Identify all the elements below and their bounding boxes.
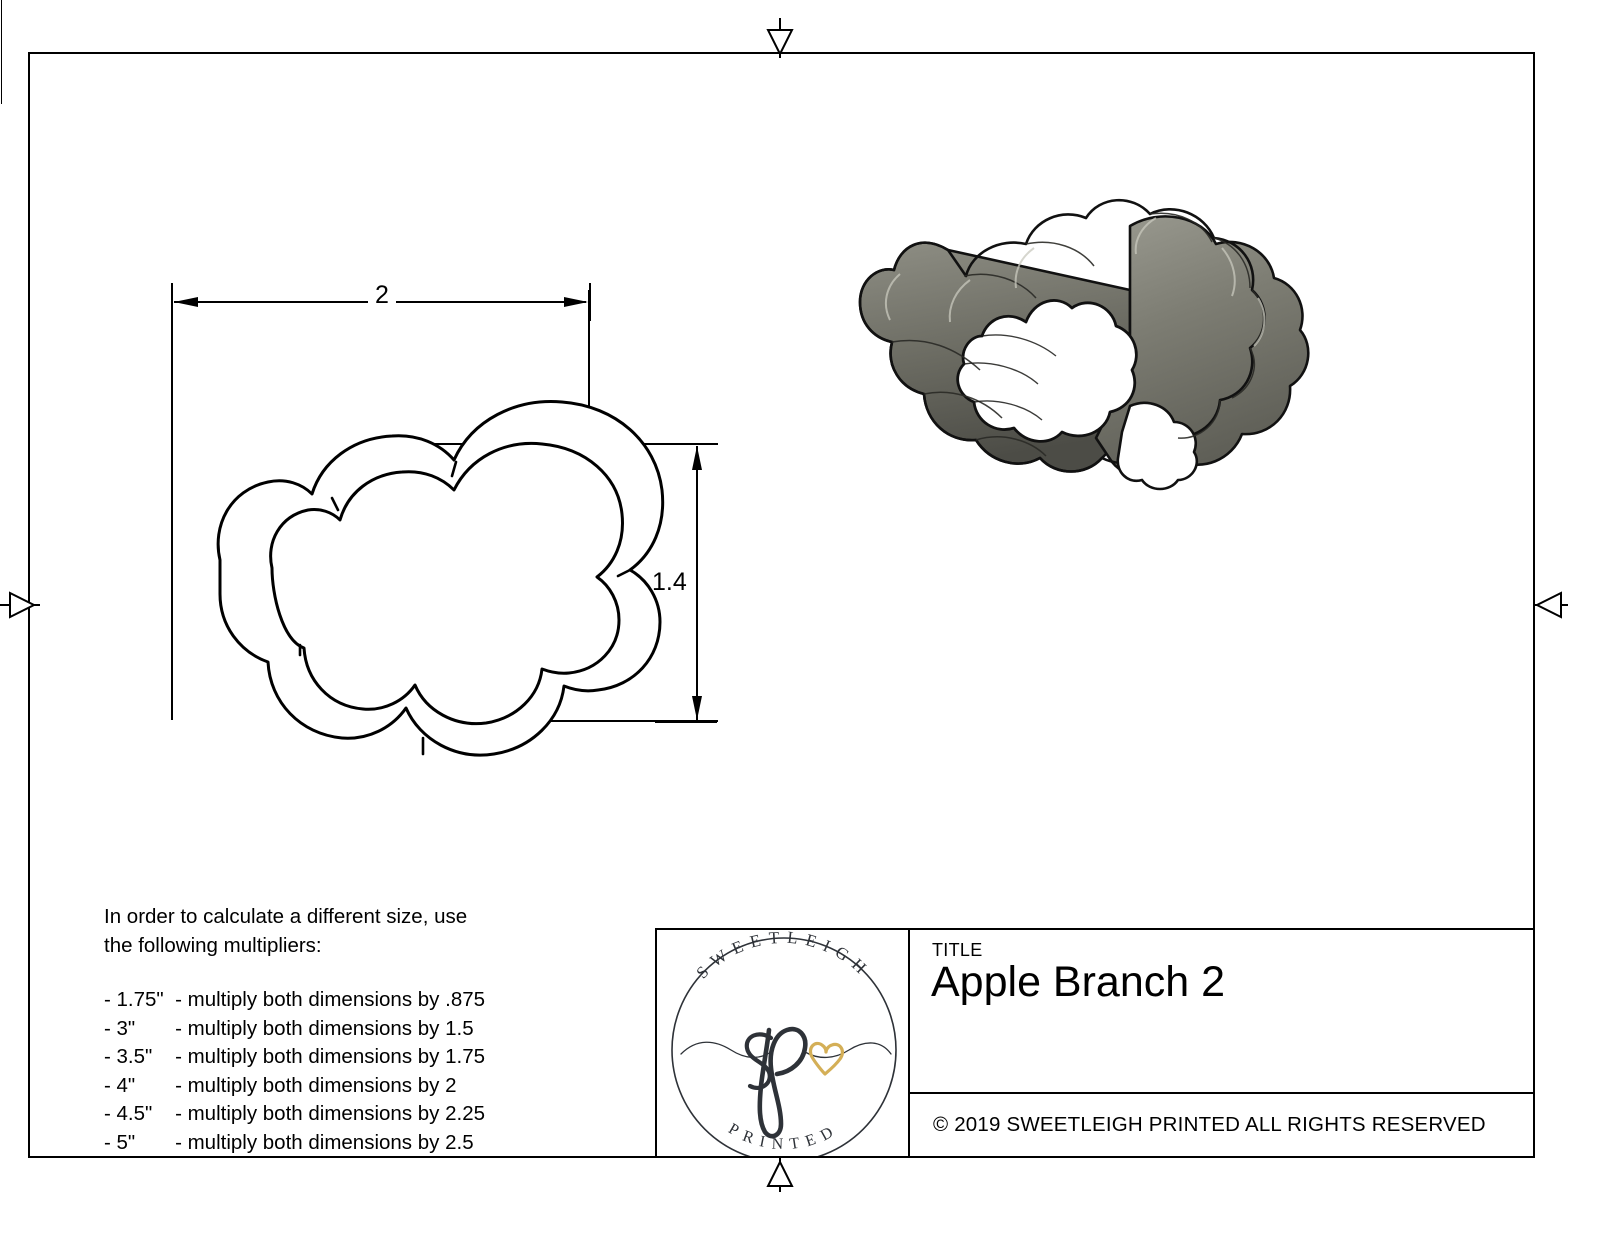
center-mark-bottom-icon [760,1158,800,1198]
model-rim-highlights [884,217,1266,347]
title-block-copyright-cell: © 2019 SWEETLEIGH PRINTED ALL RIGHTS RES… [910,1092,1533,1156]
title-block: SWEETLEIGH PRINTED [655,928,1535,1158]
list-item: - 3.5" - multiply both dimensions by 1.7… [104,1045,486,1068]
sweetleigh-printed-logo: SWEETLEIGH PRINTED [657,930,908,1156]
logo-flourish [680,1041,892,1059]
inner-contour [269,441,624,726]
center-mark-left-icon [0,585,40,625]
model-wall-ribs [891,212,1265,457]
profile-seam-marks [298,460,632,756]
notes-intro-line-2: the following multipliers: [104,934,322,957]
witness-line-left [171,290,173,720]
sheet-edge-tick [1,0,2,104]
center-mark-right-icon [1523,585,1568,625]
title-block-logo-cell: SWEETLEIGH PRINTED [657,930,910,1156]
witness-line-bottom [480,720,718,722]
notes-intro-line-1: In order to calculate a different size, … [104,905,468,928]
model-cavity-secondary [1116,401,1199,491]
dimension-height-label: 1.4 [647,566,692,599]
model-interior-walls [963,334,1057,421]
logo-circle [671,937,897,1156]
dimension-width-label: 2 [368,283,396,308]
title-label: TITLE [932,940,983,960]
cutter-outline-view [100,380,680,800]
title-block-main-cell: TITLE Apple Branch 2 [910,930,1533,1092]
drawing-title: Apple Branch 2 [931,958,1226,1006]
list-item: - 4" - multiply both dimensions by 2 [104,1073,457,1097]
list-item: - 5" - multiply both dimensions by 2.5 [104,1130,474,1154]
multiplier-list: - 1.75" - multiply both dimensions by .8… [104,986,624,1157]
size-multiplier-notes: In order to calculate a different size, … [104,902,624,1157]
cutter-3d-render [830,170,1340,590]
list-item: - 3" - multiply both dimensions by 1.5 [104,1016,474,1040]
center-mark-top-icon [760,18,800,58]
list-item: - 4.5" - multiply both dimensions by 2.2… [104,1102,486,1125]
list-item: - 1.75" - multiply both dimensions by .8… [104,988,486,1011]
logo-monogram [744,1026,808,1139]
copyright-text: © 2019 SWEETLEIGH PRINTED ALL RIGHTS RES… [933,1113,1486,1136]
dimension-width: 2 [150,283,610,323]
logo-heart-icon [808,1041,845,1076]
